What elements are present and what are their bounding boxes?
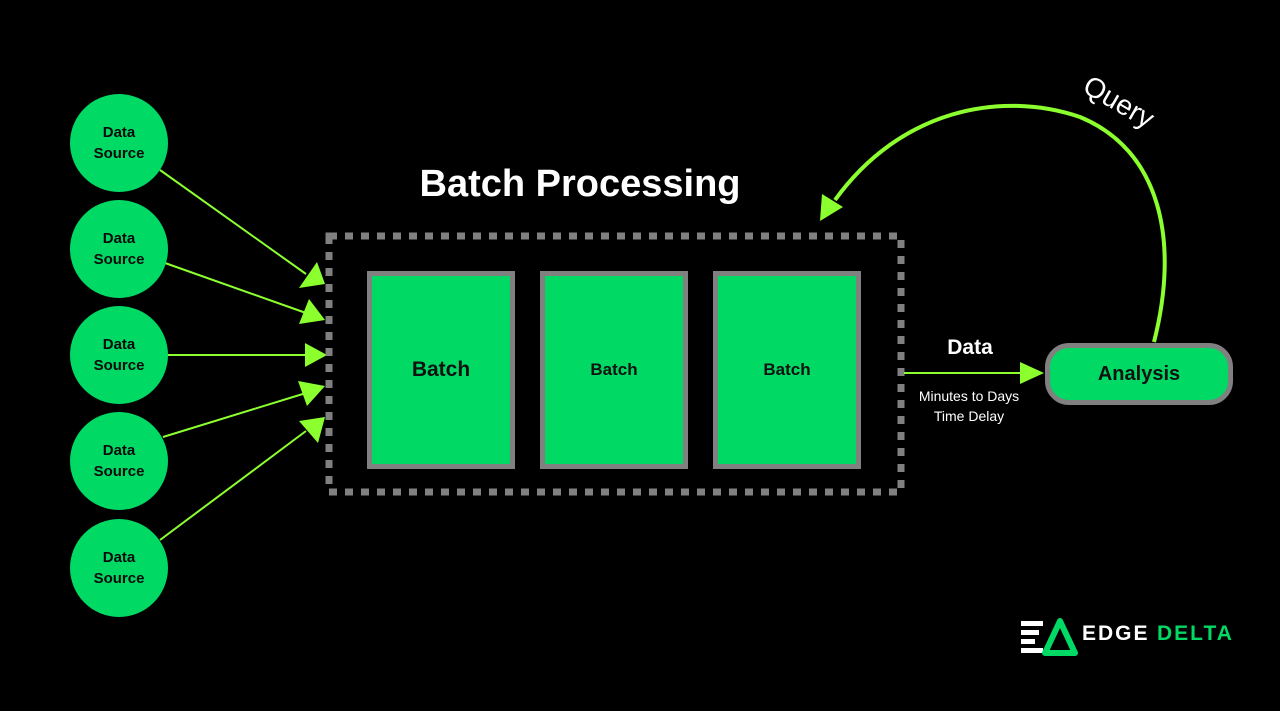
logo-word-edge: EDGE: [1082, 622, 1150, 645]
data-source-label-line2: Source: [93, 145, 145, 162]
time-delay-line2: Time Delay: [933, 408, 1005, 424]
batch-block-3: Batch: [713, 271, 861, 469]
batch-label: Batch: [411, 358, 471, 381]
data-source-label-line2: Source: [93, 463, 145, 480]
data-source-label-line1: Data: [102, 124, 136, 141]
connector-source-1: [159, 169, 307, 275]
edge-delta-logo-icon: [1021, 618, 1078, 656]
query-label: Query: [1078, 69, 1160, 134]
batch-container: [325, 232, 905, 496]
connector-source-2: [164, 262, 307, 314]
analysis-label: Analysis: [1097, 362, 1181, 385]
output-data-label: Data: [947, 336, 993, 359]
batch-block-1: Batch: [367, 271, 515, 469]
batch-label: Batch: [590, 360, 638, 379]
data-source-label-line1: Data: [102, 230, 136, 247]
arrowhead-source-1: [299, 262, 325, 288]
query-arrowhead: [820, 194, 843, 221]
arrowhead-source-2: [299, 299, 325, 324]
analysis-node: Analysis: [1045, 343, 1233, 405]
diagram-title: Batch Processing: [419, 163, 741, 205]
query-arc: [833, 103, 1167, 343]
data-source-label-line2: Source: [93, 251, 145, 268]
output-arrowhead: [1020, 362, 1044, 384]
data-source-label-line1: Data: [102, 336, 136, 353]
logo-word-delta: DELTA: [1157, 622, 1234, 645]
connector-source-5: [159, 430, 307, 541]
time-delay-note: Minutes to Days Time Delay: [898, 386, 1040, 426]
batch-block-2: Batch: [540, 271, 688, 469]
arrowhead-source-3: [305, 343, 327, 367]
data-source-label-line1: Data: [102, 442, 136, 459]
batch-label: Batch: [763, 360, 811, 379]
data-source-label-line2: Source: [93, 570, 145, 587]
arrowhead-source-4: [298, 381, 325, 406]
data-source-label-line1: Data: [102, 549, 136, 566]
time-delay-line1: Minutes to Days: [918, 388, 1020, 404]
connector-source-4: [162, 392, 307, 438]
data-source-label-line2: Source: [93, 357, 145, 374]
arrowhead-source-5: [299, 417, 325, 443]
